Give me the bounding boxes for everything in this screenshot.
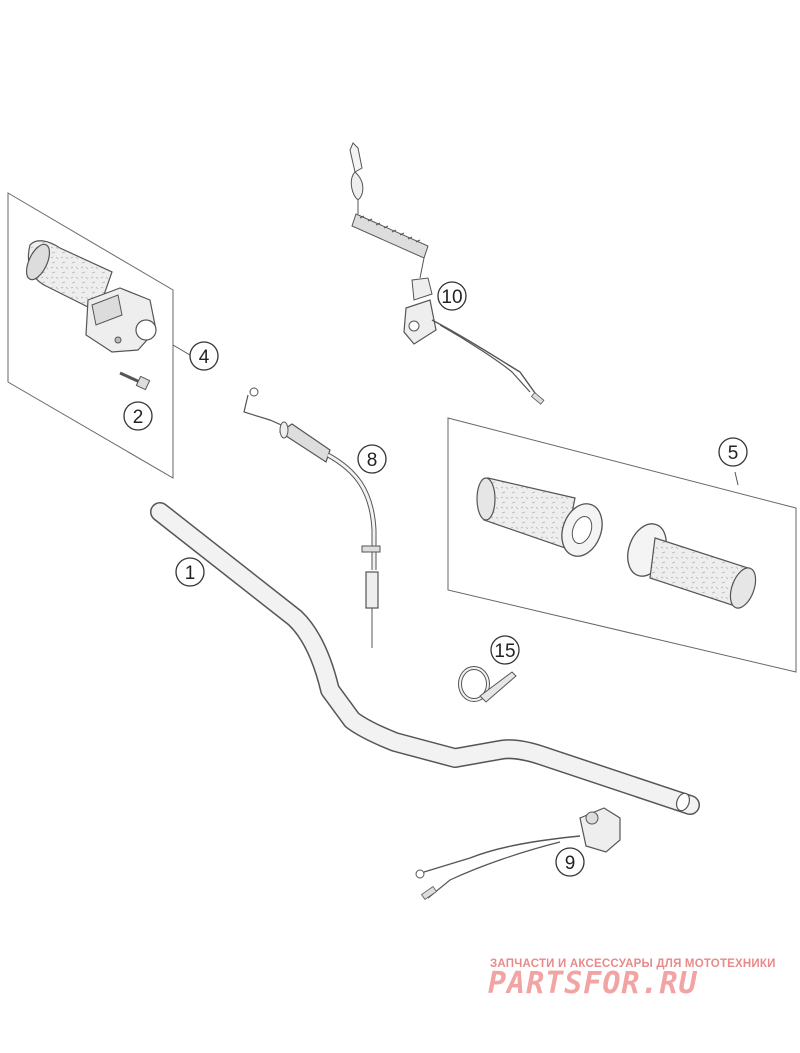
callout-10: 10: [437, 281, 467, 311]
callout-9: 9: [555, 847, 585, 877]
leader-5: [734, 471, 739, 486]
callout-8: 8: [357, 444, 387, 474]
callout-1: 1: [175, 557, 205, 587]
callout-4-label: 4: [199, 347, 210, 368]
callout-5-label: 5: [728, 443, 739, 464]
watermark-tagline: ЗАПЧАСТИ И АКСЕССУАРЫ ДЛЯ МОТОТЕХНИКИ: [490, 958, 776, 970]
throttle-screw[interactable]: [119, 371, 151, 391]
callout-10-label: 10: [441, 287, 462, 308]
watermark-brand: PARTSFOR.RU: [488, 966, 698, 1001]
callout-2-label: 2: [133, 407, 144, 428]
leader-4: [172, 344, 191, 356]
callout-5: 5: [718, 437, 748, 467]
handlebar[interactable]: [150, 502, 700, 815]
start-switch[interactable]: [415, 807, 621, 901]
callout-9-label: 9: [565, 853, 576, 874]
callout-15-label: 15: [494, 641, 515, 662]
throttle-grip-assembly[interactable]: [22, 240, 157, 353]
callout-15: 15: [490, 635, 520, 665]
cable-tie[interactable]: [458, 666, 517, 703]
group-5-box: [447, 417, 797, 673]
callout-2: 2: [123, 401, 153, 431]
callout-4: 4: [189, 341, 219, 371]
grip-left[interactable]: [476, 477, 609, 562]
callout-1-label: 1: [185, 563, 196, 584]
throttle-cable[interactable]: [243, 387, 381, 648]
grip-right[interactable]: [621, 518, 761, 611]
callout-8-label: 8: [367, 450, 378, 471]
kill-switch-lanyard[interactable]: [349, 142, 545, 405]
